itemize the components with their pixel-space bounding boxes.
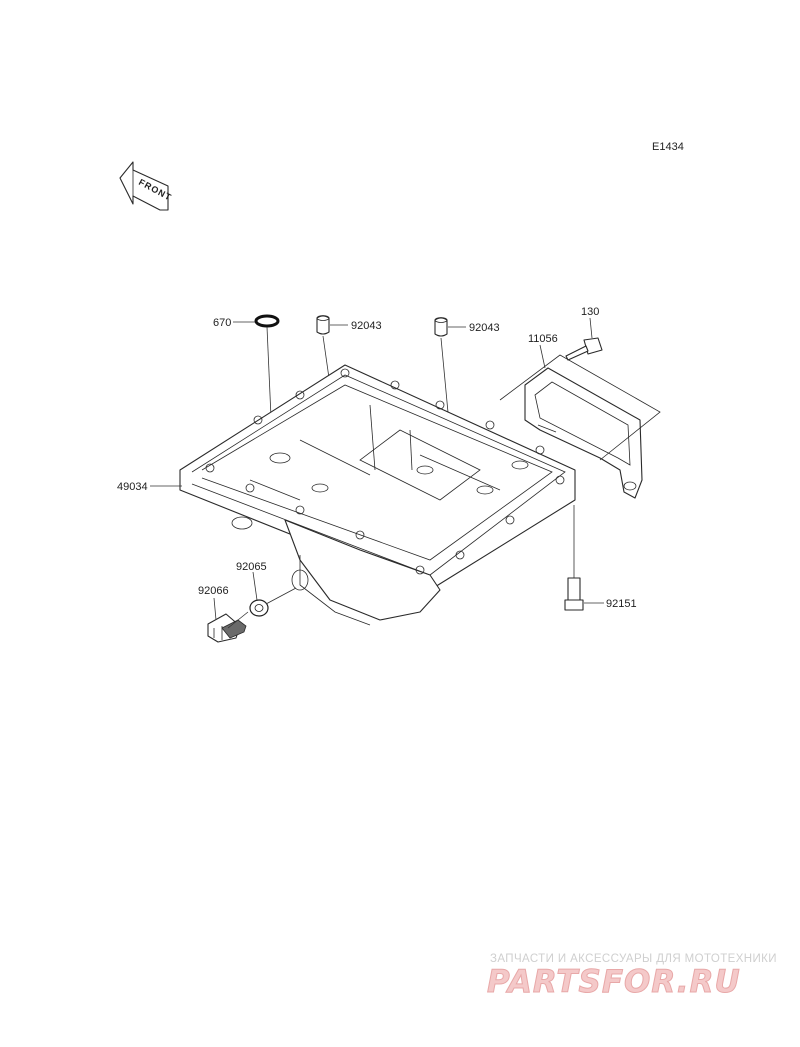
part-label-92065: 92065 [236, 561, 267, 573]
part-label-670: 670 [213, 317, 231, 329]
part-label-92043-b: 92043 [469, 322, 500, 334]
bolt-92151-part [564, 577, 584, 611]
dowel-pin-part-2 [434, 317, 448, 337]
part-label-92043-a: 92043 [351, 320, 382, 332]
part-label-92151: 92151 [606, 598, 637, 610]
part-label-92066: 92066 [198, 585, 229, 597]
bolt-130-part [565, 337, 603, 361]
watermark-tagline: ЗАПЧАСТИ И АКСЕССУАРЫ ДЛЯ МОТОТЕХНИКИ [490, 953, 777, 965]
front-arrow-icon: FRONT [119, 161, 174, 211]
cover-plate-part [524, 367, 643, 499]
washer-part [249, 599, 269, 617]
part-label-49034: 49034 [117, 481, 148, 493]
dowel-pin-part-1 [316, 315, 330, 335]
o-ring-part [254, 314, 280, 328]
drain-plug-part [207, 613, 247, 643]
oil-pan-part [179, 364, 576, 626]
part-label-11056: 11056 [528, 333, 558, 345]
watermark-logo: PARTSFOR.RU [487, 964, 741, 1001]
part-label-130: 130 [581, 306, 599, 318]
diagram-code: E1434 [652, 141, 684, 153]
